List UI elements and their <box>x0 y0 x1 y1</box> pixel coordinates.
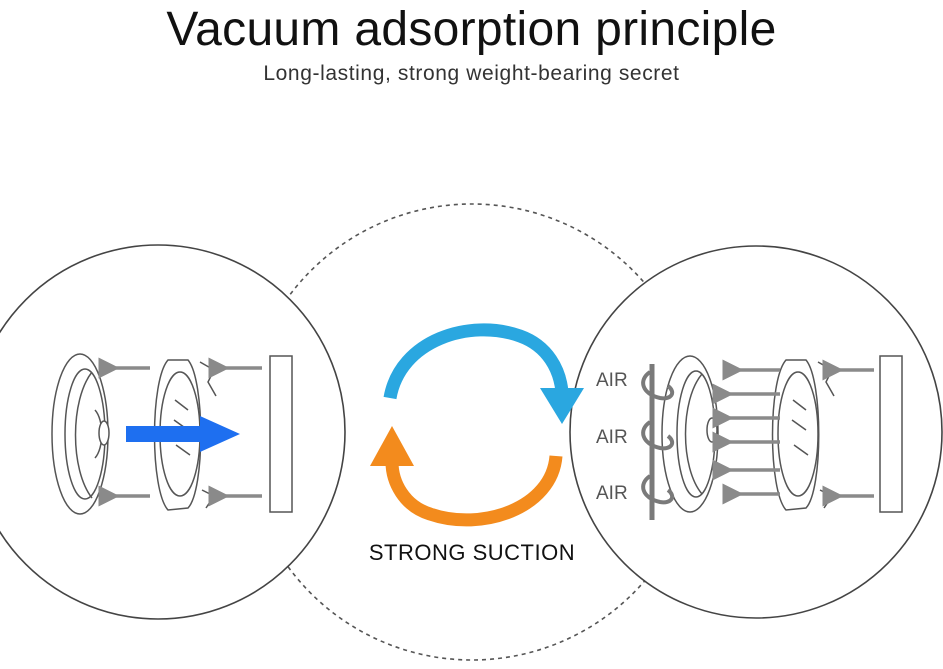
left-suction-cup <box>51 353 110 515</box>
air-swirl-arrows <box>641 364 675 520</box>
left-gray-arrows <box>98 357 262 507</box>
right-back-plate <box>879 355 903 513</box>
left-back-plate <box>269 355 293 513</box>
page-subtitle: Long-lasting, strong weight-bearing secr… <box>263 62 680 85</box>
air-label-2: AIR <box>596 427 628 448</box>
push-arrow <box>126 416 240 452</box>
page-title: Vacuum adsorption principle <box>166 3 777 56</box>
cycle-arrow-bottom <box>370 426 563 527</box>
air-label-3: AIR <box>596 483 628 504</box>
right-suction-cup <box>661 355 719 513</box>
right-locking-ring <box>771 359 835 511</box>
right-detail-circle <box>569 245 943 619</box>
cycle-arrow-top <box>383 323 584 424</box>
right-gray-arrows <box>712 359 874 507</box>
center-caption: STRONG SUCTION <box>369 540 575 565</box>
air-label-1: AIR <box>596 370 628 391</box>
